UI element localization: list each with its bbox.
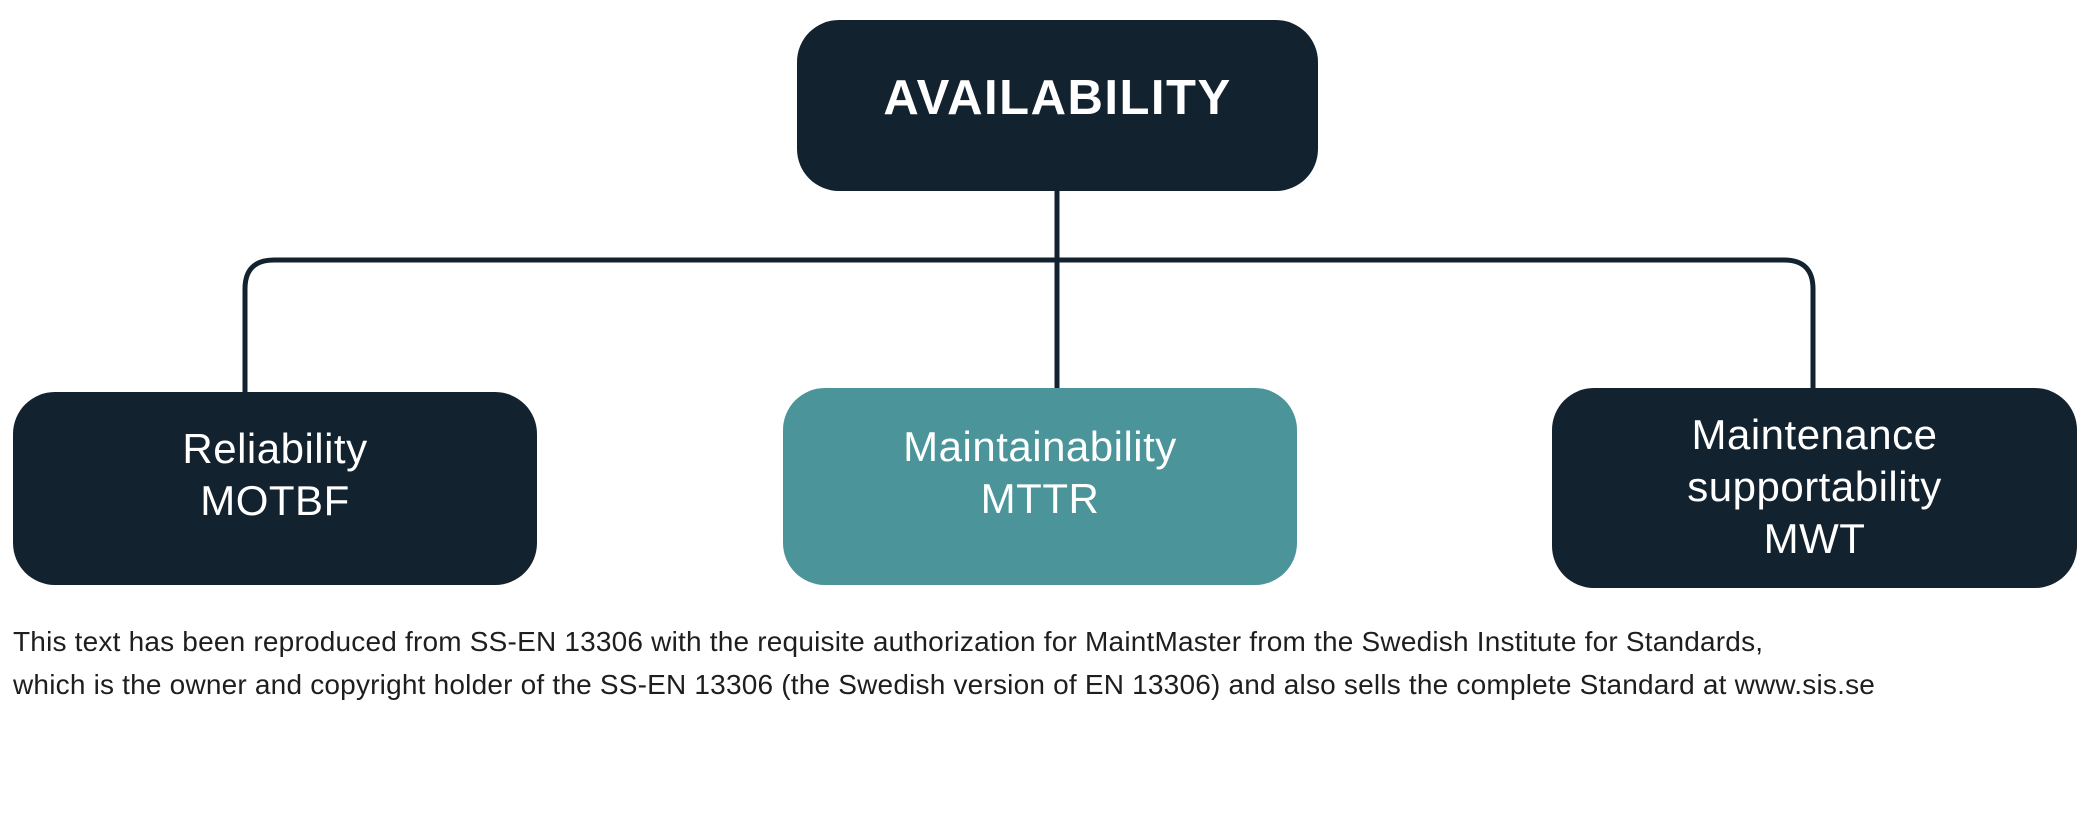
node-maintainability-label-line1: Maintainability bbox=[903, 422, 1177, 470]
node-maintenance-label-line1: Maintenance bbox=[1691, 411, 1938, 458]
attribution-line2: which is the owner and copyright holder … bbox=[13, 669, 1876, 700]
node-maintainability-mttr: Maintainability MTTR bbox=[783, 388, 1297, 585]
node-availability-label: AVAILABILITY bbox=[883, 70, 1232, 125]
connector-bracket-line bbox=[242, 257, 1816, 394]
node-reliability-motbf: Reliability MOTBF bbox=[13, 392, 537, 585]
node-reliability-label-line2: MOTBF bbox=[200, 476, 350, 524]
node-maintenance-label-line2: supportability bbox=[1687, 463, 1942, 510]
node-reliability-label-line1: Reliability bbox=[182, 424, 368, 472]
attribution-text: This text has been reproduced from SS-EN… bbox=[13, 620, 1875, 706]
node-maintenance-supportability-mwt: Maintenance supportability MWT bbox=[1552, 388, 2077, 588]
node-maintenance-label-line3: MWT bbox=[1763, 515, 1866, 562]
node-availability: AVAILABILITY bbox=[797, 20, 1318, 191]
attribution-line1: This text has been reproduced from SS-EN… bbox=[13, 626, 1764, 657]
node-maintainability-label-line2: MTTR bbox=[980, 474, 1100, 522]
